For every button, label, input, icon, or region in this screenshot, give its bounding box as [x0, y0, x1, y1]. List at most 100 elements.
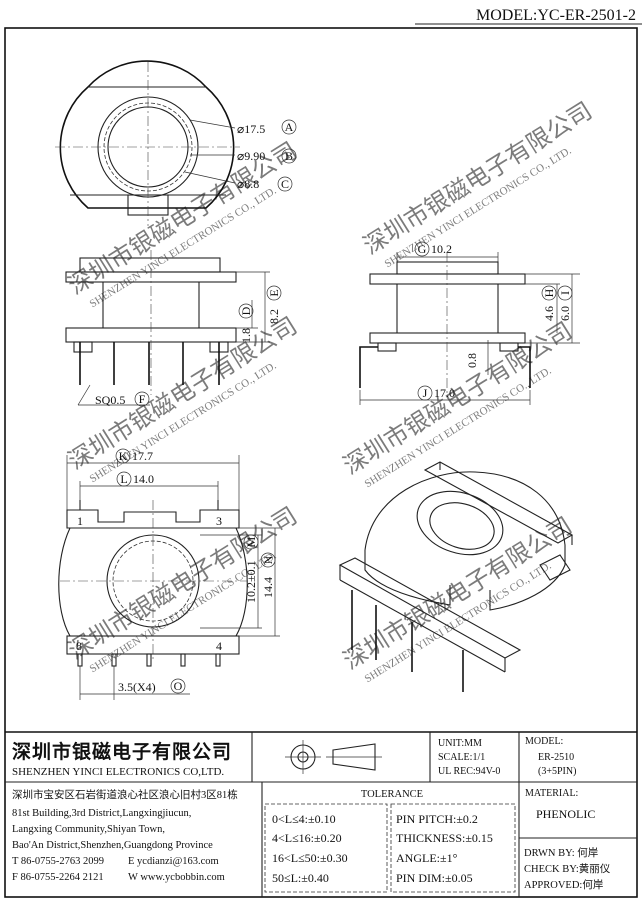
leader-a	[189, 119, 236, 129]
pin-label-8: 8	[76, 639, 82, 653]
pin-f-value: SQ0.5	[95, 393, 125, 407]
tag-g-circle	[414, 241, 430, 257]
email: E ycdianzi@163.com	[128, 856, 219, 867]
address-line: 81st Building,3rd District,Langxingjiucu…	[12, 808, 191, 819]
model-label: MODEL:	[525, 736, 563, 747]
dim-i-value: 6.0	[558, 306, 572, 321]
side-pin-right	[518, 346, 531, 388]
watermark-cn: 深圳市银磁电子有限公司	[339, 512, 577, 675]
dim-h-value: 4.6	[542, 306, 556, 321]
top-view: ⌀17.5 A ⌀9.90 B ⌀8.8 C	[55, 60, 297, 226]
side-foot-left	[377, 342, 397, 352]
projection-cone	[332, 743, 376, 771]
iso-bore-inner	[429, 502, 495, 550]
tag-b: B	[285, 149, 293, 163]
dim-k-value: 17.7	[132, 449, 153, 463]
top-view-flange-outline	[59, 60, 235, 209]
tag-g: G	[418, 242, 427, 256]
tolerance-range: 4<L≤16:±0.20	[272, 831, 342, 845]
company-name-en: SHENZHEN YINCI ELECTRONICS CO,LTD.	[12, 766, 224, 778]
tolerance-spec: ANGLE:±1°	[396, 851, 458, 865]
tolerance-box-right	[390, 803, 516, 893]
model-value: ER-2510	[538, 752, 574, 763]
tag-e: E	[267, 289, 281, 296]
bottom-bottom-rail	[66, 635, 240, 655]
iso-foot	[539, 554, 571, 581]
dim-n-value: 14.4	[261, 577, 275, 598]
dim-a-value: ⌀17.5	[237, 122, 265, 136]
tag-o: O	[174, 679, 183, 693]
address-line: Bao'An District,Shenzhen,Guangdong Provi…	[12, 840, 213, 851]
front-pins	[79, 342, 220, 385]
tolerance-range: 0<L≤4:±0.10	[272, 812, 336, 826]
drawing-border	[4, 27, 638, 898]
company-name-cn: 深圳市银磁电子有限公司	[12, 740, 232, 763]
tag-e-circle	[266, 285, 282, 301]
tag-h-circle	[541, 285, 557, 301]
leader-c	[184, 171, 236, 184]
tag-a-circle	[281, 119, 297, 135]
scale: SCALE:1/1	[438, 752, 485, 763]
model-pins: (3+5PIN)	[538, 766, 576, 777]
tag-l-circle	[116, 471, 132, 487]
tag-c: C	[281, 177, 289, 191]
tolerance-spec: PIN PITCH:±0.2	[396, 812, 478, 826]
material-label: MATERIAL:	[525, 788, 578, 799]
iso-rail-bottom	[339, 579, 506, 673]
tag-k-circle	[115, 448, 131, 464]
tag-b-circle	[281, 148, 297, 164]
tel: T 86-0755-2763 2099	[12, 856, 104, 867]
title-block: 深圳市银磁电子有限公司 SHENZHEN YINCI ELECTRONICS C…	[5, 731, 637, 897]
bottom-view: K 17.7 L 14.0 1 3 8 4	[58, 448, 280, 700]
iso-bottom-rail	[338, 557, 522, 659]
tag-k: K	[119, 449, 128, 463]
watermark-cn: 深圳市银磁电子有限公司	[359, 97, 597, 260]
tolerance-range: 16<L≤50:±0.30	[272, 851, 348, 865]
side-pin-left	[359, 346, 378, 388]
tag-n-circle	[260, 552, 276, 568]
approved-by: APPROVED:何岸	[524, 878, 603, 891]
tag-i: I	[558, 291, 572, 295]
tolerance-spec: THICKNESS:±0.15	[396, 831, 493, 845]
front-foot-left	[73, 341, 93, 353]
dim-g-value: 10.2	[431, 242, 452, 256]
unit: UNIT:MM	[438, 738, 482, 749]
tag-j: J	[423, 386, 428, 400]
front-view: D 1.8 E 8.2 SQ0.5 F	[65, 250, 282, 407]
ul-rec: UL REC:94V-0	[438, 766, 500, 777]
tag-h: H	[542, 288, 556, 297]
address-line: 深圳市宝安区石岩街道浪心社区浪心旧村3区81栋	[12, 788, 238, 801]
tolerance-box-left	[264, 803, 388, 893]
tag-m-circle	[243, 534, 259, 550]
iso-body-left	[364, 550, 451, 606]
address-line: Langxing Community,Shiyan Town,	[12, 824, 165, 835]
iso-pins	[351, 590, 464, 692]
tag-o-circle	[170, 678, 186, 694]
tag-m: M	[244, 536, 258, 547]
dim-c-value: ⌀8.8	[237, 177, 259, 191]
projection-symbol	[285, 740, 382, 774]
pin-label-4: 4	[216, 639, 222, 653]
fax: F 86-0755-2264 2121	[12, 872, 104, 883]
tolerance-title: TOLERANCE	[361, 789, 423, 800]
dim-d-value: 1.8	[239, 328, 253, 343]
tolerance-range: 50≤L:±0.40	[272, 871, 329, 885]
isometric-view	[338, 461, 574, 692]
side-top-flange	[369, 273, 526, 285]
material-value: PHENOLIC	[536, 807, 595, 821]
leader-f	[77, 384, 91, 406]
dim-m-value: 10.2±0.1	[244, 560, 258, 603]
iso-flange-outline	[364, 471, 566, 551]
dim-e-value: 8.2	[267, 309, 281, 324]
check-by: CHECK BY:黄丽仪	[524, 862, 611, 875]
side-bottom-flange	[369, 332, 526, 344]
tag-d: D	[239, 306, 253, 315]
iso-bore-outer	[416, 490, 504, 556]
pin	[215, 653, 221, 667]
website: W www.ycbobbin.com	[128, 872, 225, 883]
dim-b-value: ⌀9.90	[237, 149, 265, 163]
drawn-by: DRWN BY: 何岸	[524, 846, 598, 859]
watermark-cn: 深圳市银磁电子有限公司	[339, 317, 577, 480]
dim-l-value: 14.0	[133, 472, 154, 486]
tag-l: L	[120, 472, 127, 486]
